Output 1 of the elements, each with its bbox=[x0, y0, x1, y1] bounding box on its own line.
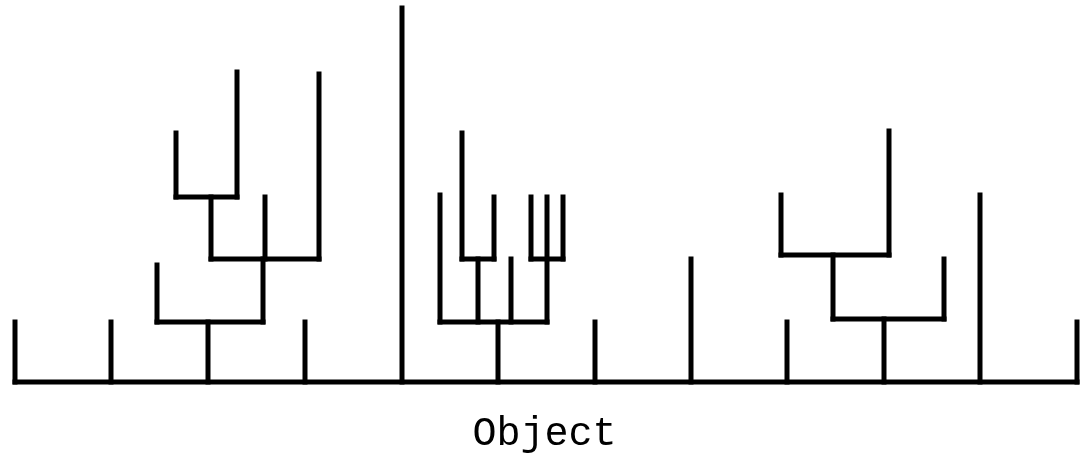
axis-label: Object bbox=[472, 412, 617, 457]
